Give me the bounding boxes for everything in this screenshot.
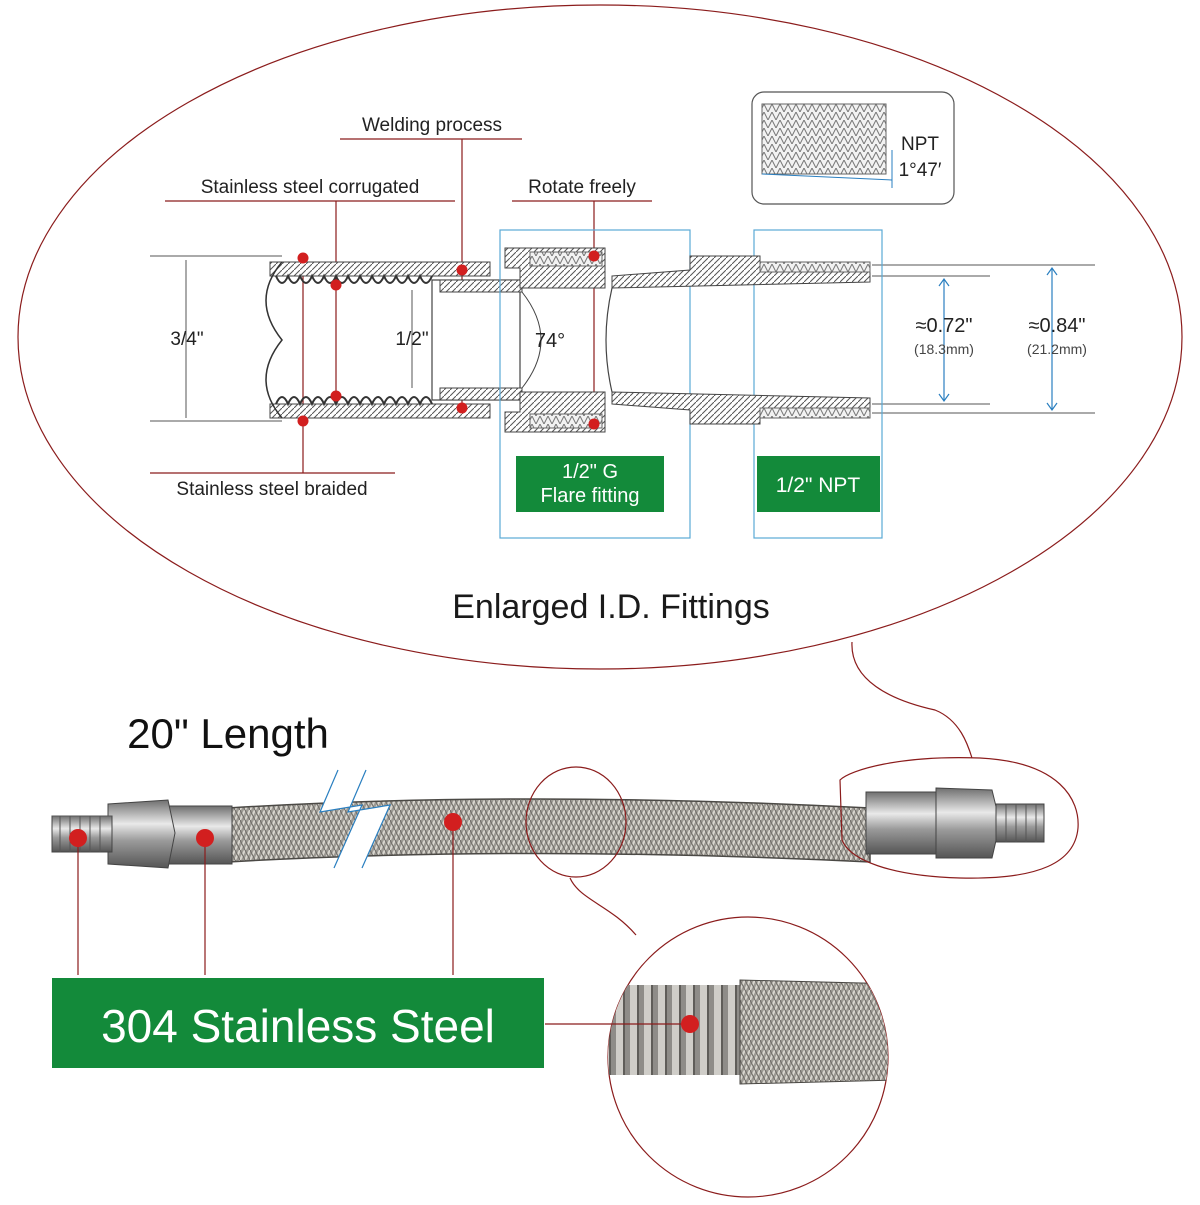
length-label: 20" Length [127,710,329,757]
npt-taper-angle: 1°47′ [899,160,942,181]
npt-inset-label: NPT [901,134,939,155]
npt-thread-inset: NPT 1°47′ [751,91,955,205]
product-leaders [77,822,690,1025]
material-label: 304 Stainless Steel [52,978,544,1068]
material-text: 304 Stainless Steel [101,1000,495,1052]
callout-corrugated: Stainless steel corrugated [201,177,420,198]
dimension-id-072: ≈0.72" [915,315,972,337]
npt-label-text: 1/2" NPT [776,474,861,497]
callout-rotate-freely: Rotate freely [528,177,636,198]
product-markers [69,813,699,1033]
npt-fitting-section [605,229,883,539]
dimension-inner: 1/2" [395,329,428,350]
hose-cross-section [265,261,523,419]
flare-fitting-label: 1/2" G Flare fitting [516,456,664,512]
dimension-outer: 3/4" [170,329,203,350]
enlarged-bubble [17,4,1183,759]
dimension-id-084-mm: (21.2mm) [1027,341,1087,357]
flare-label-line2: Flare fitting [541,485,640,507]
dimension-id-084: ≈0.84" [1028,315,1085,337]
callout-welding-process: Welding process [362,115,502,136]
flare-label-line1: 1/2" G [562,461,618,483]
dimension-lines [150,255,1095,422]
npt-fitting-label: 1/2" NPT [757,456,880,512]
bubble-title: Enlarged I.D. Fittings [452,588,769,626]
callout-markers [297,250,600,430]
flare-fitting-section [499,229,691,539]
zoom-detail [607,916,889,1198]
hose-assembly [51,769,1045,869]
magnifier-rings [525,757,1079,936]
dimension-arrows [938,266,1058,412]
callout-braided: Stainless steel braided [176,479,367,500]
dimension-id-072-mm: (18.3mm) [914,341,974,357]
flare-angle: 74° [535,330,565,352]
